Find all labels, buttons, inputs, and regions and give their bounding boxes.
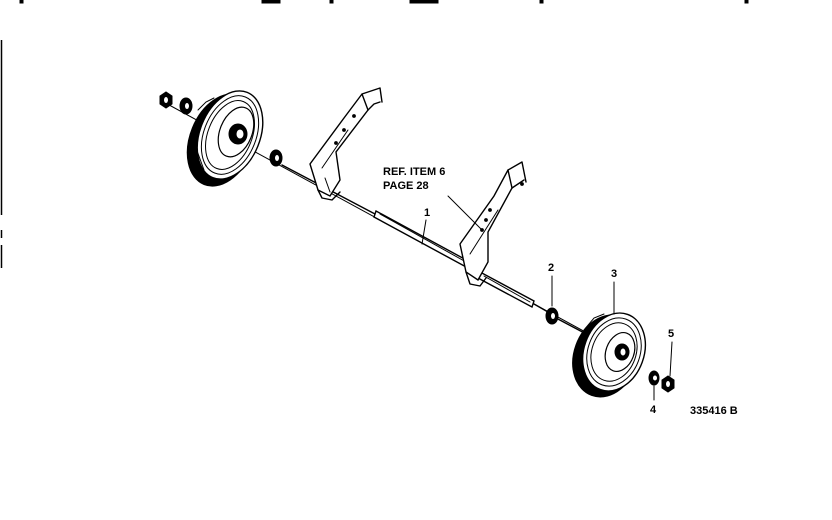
right-wheel [572, 312, 647, 398]
ref-page-label: PAGE 28 [383, 180, 429, 192]
leader-lines [421, 195, 673, 401]
left-wheel [186, 90, 264, 187]
top-edge-marks [19, 0, 749, 4]
callout-3: 3 [611, 268, 618, 280]
left-bracket [309, 87, 383, 201]
left-nut [159, 91, 173, 109]
callout-1: 1 [424, 207, 431, 219]
ref-item-label: REF. ITEM 6 [383, 166, 446, 178]
right-bracket [459, 161, 527, 287]
right-inner-washer-item-2 [545, 307, 559, 325]
figure-number: 335416 B [690, 405, 738, 417]
left-outer-washer [179, 97, 193, 115]
callout-4: 4 [650, 404, 657, 416]
callout-5: 5 [668, 328, 675, 340]
right-outer-washer-item-4 [648, 370, 660, 386]
right-nut-item-5 [661, 375, 675, 393]
callout-2: 2 [548, 262, 555, 274]
left-inner-washer [269, 149, 283, 167]
